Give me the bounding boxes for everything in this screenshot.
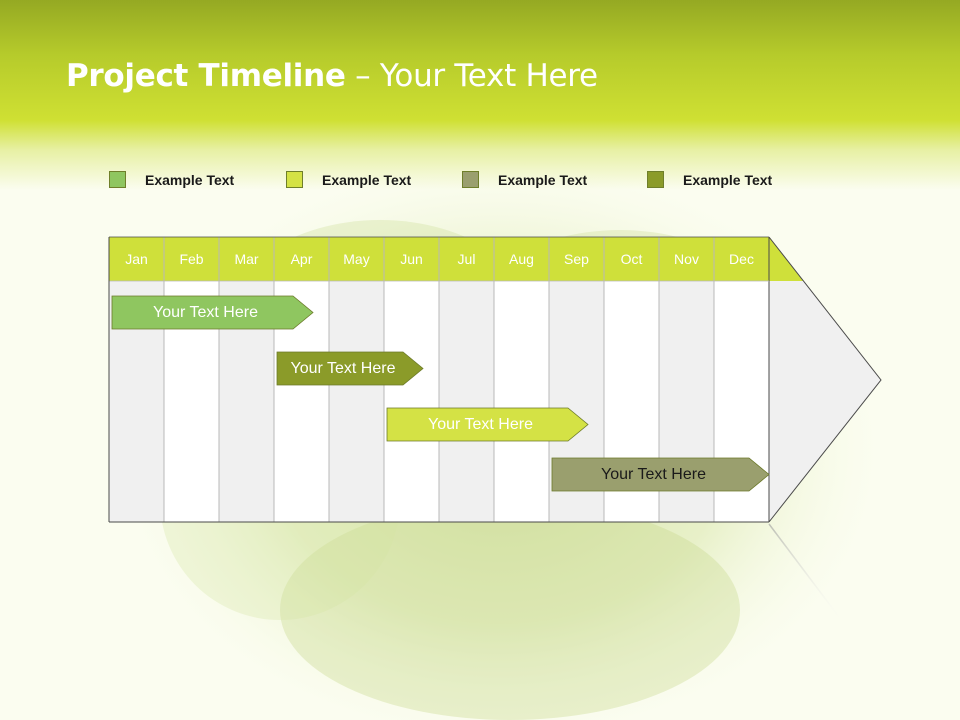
arrow-outline: [768, 236, 882, 523]
month-header-cell-dec: [714, 237, 769, 281]
title-bold: Project Timeline: [66, 58, 346, 94]
month-column-may: [329, 281, 384, 522]
month-label-sep: Sep: [564, 251, 589, 267]
month-label-jun: Jun: [400, 251, 423, 267]
legend-swatch-3: [462, 171, 479, 188]
month-column-jun: [384, 281, 439, 522]
page-title: Project Timeline – Your Text Here: [66, 58, 598, 104]
month-header-cell-apr: [274, 237, 329, 281]
task-label-1: Your Text Here: [153, 304, 258, 321]
month-label-oct: Oct: [620, 251, 643, 267]
legend-label-2: Example Text: [322, 172, 412, 188]
month-header-cell-jan: [109, 237, 164, 281]
month-header-cell-may: [329, 237, 384, 281]
task-label-4: Your Text Here: [601, 466, 706, 483]
month-label-mar: Mar: [234, 251, 259, 267]
month-label-apr: Apr: [290, 251, 313, 267]
task-label-2: Your Text Here: [290, 360, 396, 377]
month-label-feb: Feb: [179, 251, 204, 267]
legend-label-1: Example Text: [145, 172, 235, 188]
task-bar-4: [551, 457, 770, 492]
month-header-cell-aug: [494, 237, 549, 281]
legend-swatch-4: [647, 171, 664, 188]
month-label-nov: Nov: [674, 251, 699, 267]
task-label-3: Your Text Here: [428, 416, 533, 433]
frame-reflection-right: [768, 523, 846, 626]
legend-label-3: Example Text: [498, 172, 588, 188]
month-label-dec: Dec: [729, 251, 754, 267]
legend-label-4: Example Text: [683, 172, 773, 188]
month-label-aug: Aug: [509, 251, 534, 267]
month-label-jul: Jul: [457, 251, 476, 267]
header-band: [0, 0, 960, 190]
task-bar-3: [386, 407, 589, 442]
month-header-cell-oct: [604, 237, 659, 281]
month-header-cell-jul: [439, 237, 494, 281]
arrow-head: [769, 237, 881, 522]
month-header-cell-mar: [219, 237, 274, 281]
title-rest: – Your Text Here: [345, 58, 598, 94]
month-column-aug: [494, 281, 549, 522]
legend-swatch-2: [286, 171, 303, 188]
task-bar-2: [276, 351, 424, 386]
month-header-cell-nov: [659, 237, 714, 281]
month-header-cell-sep: [549, 237, 604, 281]
legend-swatch-1: [109, 171, 126, 188]
task-bar-1: [111, 295, 314, 330]
month-header-cell-feb: [164, 237, 219, 281]
month-label-may: May: [343, 251, 370, 267]
month-column-jul: [439, 281, 494, 522]
month-label-jan: Jan: [125, 251, 148, 267]
month-header-cell-jun: [384, 237, 439, 281]
